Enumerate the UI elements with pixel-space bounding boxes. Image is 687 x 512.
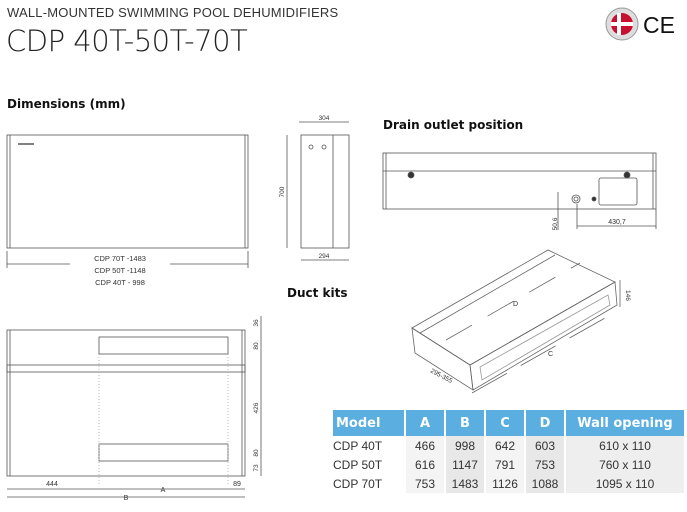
table-header-row: Model A B C D Wall opening xyxy=(333,410,684,436)
document-subtitle: WALL-MOUNTED SWIMMING POOL DEHUMIDIFIERS xyxy=(7,5,339,20)
dim-b: B xyxy=(124,495,129,502)
duct-label-c: C xyxy=(548,351,553,358)
cell-b: 1147 xyxy=(446,455,484,474)
cell-wall-opening: 610 x 110 xyxy=(566,436,684,455)
drain-outlet-drawing xyxy=(382,152,657,230)
header-model: Model xyxy=(333,410,404,436)
width-label-50t: CDP 50T -1148 xyxy=(94,266,145,275)
cell-d: 753 xyxy=(526,455,564,474)
cell-c: 1126 xyxy=(486,474,524,493)
cell-model: CDP 70T xyxy=(333,474,404,493)
wall-opening-drawing xyxy=(6,316,262,498)
header-b: B xyxy=(446,410,484,436)
cell-c: 642 xyxy=(486,436,524,455)
cell-a: 753 xyxy=(406,474,444,493)
cell-model: CDP 50T xyxy=(333,455,404,474)
cell-wall-opening: 760 x 110 xyxy=(566,455,684,474)
drain-distance-label: 430,7 xyxy=(608,219,626,226)
side-view-drawing xyxy=(286,121,350,261)
table-row: CDP 50T 616 1147 791 753 760 x 110 xyxy=(333,455,684,474)
drain-height-label: 50,6 xyxy=(552,217,559,230)
dim-36: 36 xyxy=(253,319,260,327)
duct-height-label: 146 xyxy=(624,290,631,301)
duct-label-d: D xyxy=(513,301,518,308)
header-wall-opening: Wall opening xyxy=(566,410,684,436)
header-c: C xyxy=(486,410,524,436)
duct-kit-drawing xyxy=(411,249,621,394)
cell-a: 616 xyxy=(406,455,444,474)
side-depth-bottom: 294 xyxy=(319,253,330,260)
dim-a: A xyxy=(161,487,166,494)
dimensions-table: Model A B C D Wall opening CDP 40T 466 9… xyxy=(331,410,686,493)
cell-b: 998 xyxy=(446,436,484,455)
document-title: CDP 40T-50T-70T xyxy=(6,24,248,58)
header-a: A xyxy=(406,410,444,436)
dim-73: 73 xyxy=(253,464,260,472)
dim-89: 89 xyxy=(233,481,241,488)
cell-d: 1088 xyxy=(526,474,564,493)
duct-kits-heading: Duct kits xyxy=(287,286,348,300)
dimensions-heading: Dimensions (mm) xyxy=(7,97,126,111)
cell-a: 466 xyxy=(406,436,444,455)
drain-heading: Drain outlet position xyxy=(383,118,524,132)
width-label-40t: CDP 40T - 998 xyxy=(95,278,145,287)
header-d: D xyxy=(526,410,564,436)
cell-d: 603 xyxy=(526,436,564,455)
width-label-70t: CDP 70T -1483 xyxy=(94,254,146,263)
side-height: 700 xyxy=(279,186,286,197)
table-row: CDP 40T 466 998 642 603 610 x 110 xyxy=(333,436,684,455)
dim-80-top: 80 xyxy=(253,342,260,350)
cell-b: 1483 xyxy=(446,474,484,493)
side-depth-top: 304 xyxy=(319,115,330,122)
dim-444: 444 xyxy=(46,481,58,488)
table-row: CDP 70T 753 1483 1126 1088 1095 x 110 xyxy=(333,474,684,493)
made-in-denmark-badge xyxy=(605,7,639,41)
dim-80-bottom: 80 xyxy=(253,449,260,457)
cell-wall-opening: 1095 x 110 xyxy=(566,474,684,493)
front-view-drawing xyxy=(6,134,249,268)
cell-model: CDP 40T xyxy=(333,436,404,455)
ce-mark: CE xyxy=(643,12,675,38)
dim-426: 426 xyxy=(253,402,260,413)
cell-c: 791 xyxy=(486,455,524,474)
